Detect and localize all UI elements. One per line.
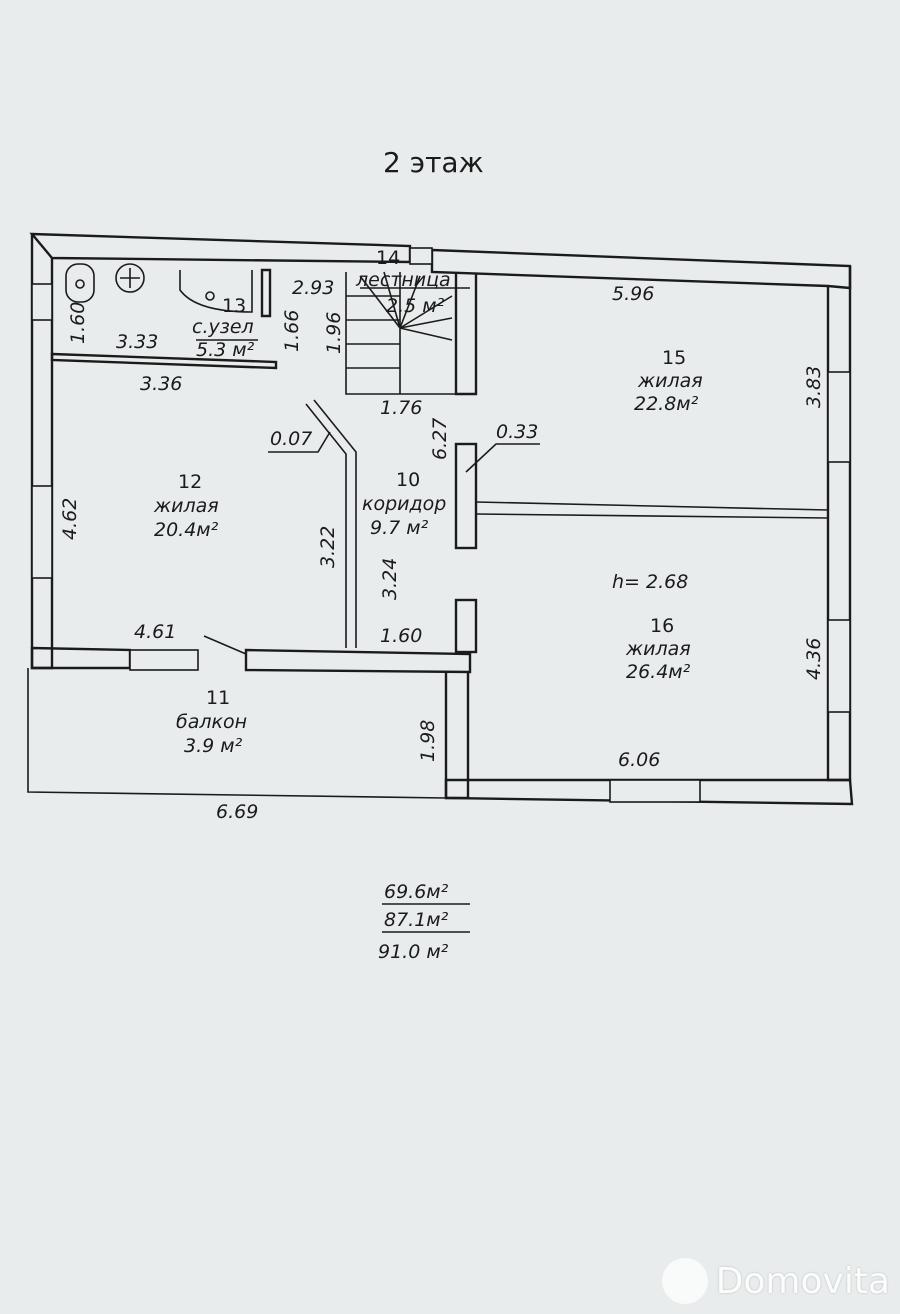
dimension: 6.27 (429, 418, 451, 460)
dimension: 4.61 (134, 621, 176, 643)
window-wc (31, 283, 53, 321)
dimension: 1.66 (281, 310, 303, 352)
window-room16 (827, 619, 851, 713)
dimension: 0.07 (270, 428, 312, 450)
room-name: жилая (625, 638, 691, 660)
dimension: 6.06 (618, 749, 660, 771)
living-area-total: 69.6м² (384, 881, 449, 903)
toilet-icon (65, 263, 95, 303)
floor-title: 2 этаж (383, 146, 484, 179)
total-area: 87.1м² (384, 909, 449, 931)
dimension: 0.33 (496, 421, 538, 443)
dimension: 1.76 (380, 397, 422, 419)
dimension-labels: 3.33 3.36 2.93 5.96 1.76 0.33 0.07 4.61 … (59, 277, 825, 823)
balcony-door-window (129, 649, 199, 671)
room-name: с.узел (192, 316, 254, 338)
room-name: жилая (153, 495, 219, 517)
room-labels: 13 с.узел 5.3 м² 14 лестница 2.5 м² 15 ж… (153, 247, 703, 757)
room-name: коридор (362, 493, 446, 515)
room-number: 15 (662, 347, 686, 369)
room-name: балкон (176, 711, 247, 733)
dimension: 2.93 (292, 277, 334, 299)
room-name: жилая (637, 370, 703, 392)
room-area: 22.8м² (634, 393, 699, 415)
dimension: 3.33 (116, 331, 158, 353)
room-area: 26.4м² (626, 661, 691, 683)
window-room12 (31, 485, 53, 579)
dimension: 1.96 (323, 312, 345, 354)
bathroom-fixtures (65, 263, 253, 313)
room-area: 5.3 м² (196, 339, 255, 361)
leaders (196, 287, 540, 473)
dimension: 6.69 (216, 801, 258, 823)
dimension: 3.83 (803, 366, 825, 408)
interior-walls (50, 268, 829, 655)
watermark: Domovita (661, 1258, 890, 1304)
window-stairs (409, 247, 433, 265)
sink-icon (115, 263, 145, 293)
dimension: 1.60 (380, 625, 422, 647)
room-area: 9.7 м² (370, 517, 429, 539)
room-number: 12 (178, 471, 202, 493)
window-room16-bottom (609, 779, 701, 803)
room-number: 14 (376, 247, 400, 269)
domovita-logo-icon (661, 1258, 708, 1304)
staircase (346, 271, 453, 394)
dimension: 4.36 (803, 638, 825, 680)
dimension: 1.98 (417, 720, 439, 762)
room-name: лестница (355, 269, 451, 291)
room-number: 11 (206, 687, 230, 709)
room-number: 10 (396, 469, 420, 491)
room-area: 3.9 м² (184, 735, 243, 757)
windows (31, 247, 851, 803)
room-number: 13 (222, 295, 246, 317)
watermark-text: Domovita (715, 1260, 890, 1302)
dimension: 1.60 (67, 302, 89, 344)
dimension: 3.36 (140, 373, 182, 395)
dimension: 5.96 (612, 283, 654, 305)
dimension: 3.22 (317, 526, 339, 568)
room-area: 2.5 м² (386, 295, 445, 317)
room-number: 16 (650, 615, 674, 637)
dimension: 3.24 (379, 558, 401, 600)
shower-icon (179, 270, 253, 313)
dimension: 4.62 (59, 498, 81, 540)
area-totals: 69.6м² 87.1м² 91.0 м² (378, 881, 470, 963)
window-room15 (827, 371, 851, 463)
gross-area: 91.0 м² (378, 941, 449, 963)
height-label: h= 2.68 (612, 571, 688, 593)
room-area: 20.4м² (154, 519, 219, 541)
